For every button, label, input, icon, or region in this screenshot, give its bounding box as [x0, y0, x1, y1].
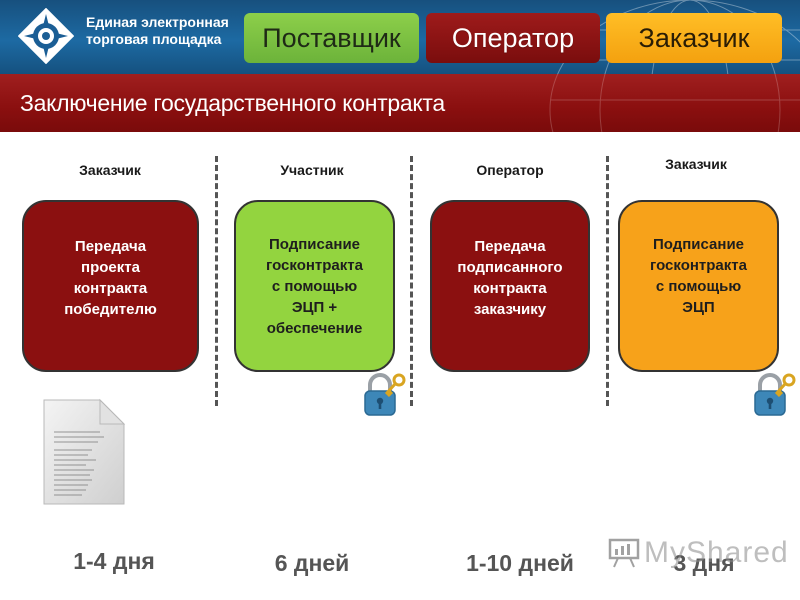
lock-key-icon	[754, 373, 796, 416]
lock-key-icon	[364, 373, 406, 416]
role-operator-button[interactable]: Оператор	[426, 13, 600, 63]
logo-text: Единая электронная торговая площадка	[86, 14, 229, 47]
column-head-participant: Участник	[280, 162, 344, 178]
watermark-text: MyShared	[644, 536, 789, 569]
etp-logo-icon	[18, 8, 74, 64]
column-divider	[215, 156, 218, 406]
column-divider	[410, 156, 413, 406]
document-icon	[43, 398, 126, 505]
column-head-operator: Оператор	[476, 162, 544, 178]
role-customer-button[interactable]: Заказчик	[606, 13, 782, 63]
duration-stage-3: 1-10 дней	[466, 550, 574, 576]
column-head-customer: Заказчик	[79, 162, 141, 178]
presentation-board-icon	[608, 538, 640, 568]
title-band: Заключение государственного контракта	[0, 74, 800, 132]
stage-box-transfer-signed: Передача подписанного контракта заказчик…	[430, 200, 590, 372]
duration-stage-4: 3 дня	[673, 550, 735, 576]
column-head-customer-final: Заказчик	[665, 156, 727, 172]
duration-stage-1: 1-4 дня	[73, 548, 155, 574]
stage-box-participant-signing: Подписание госконтракта с помощью ЭЦП + …	[234, 200, 395, 372]
stage-box-transfer-draft: Передача проекта контракта победителю	[22, 200, 199, 372]
role-supplier-button[interactable]: Поставщик	[244, 13, 419, 63]
page-title: Заключение государственного контракта	[20, 90, 445, 116]
column-divider	[606, 156, 609, 406]
header-bar: Единая электронная торговая площадка Пос…	[0, 0, 800, 74]
globe-background-icon	[549, 74, 800, 132]
stage-box-customer-signing: Подписание госконтракта с помощью ЭЦП	[618, 200, 779, 372]
duration-stage-2: 6 дней	[274, 550, 350, 576]
